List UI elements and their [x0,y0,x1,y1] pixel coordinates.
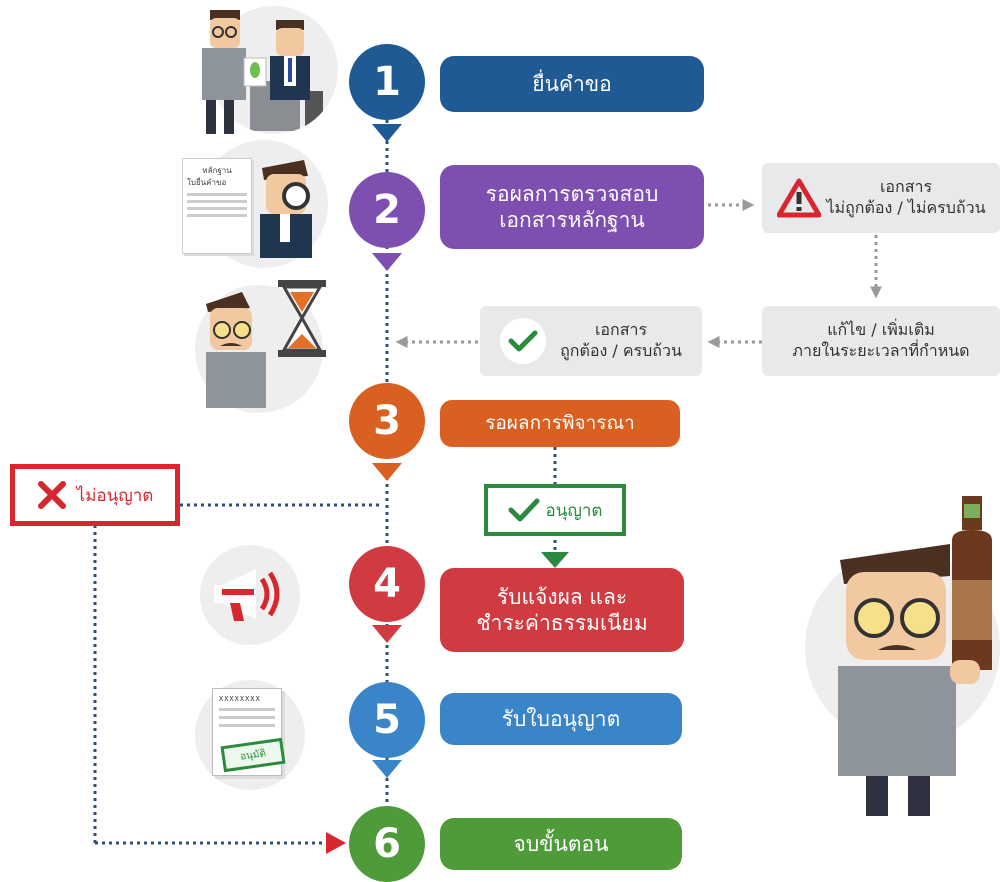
step-1-label: ยื่นคำขอ [440,56,704,112]
check-icon [500,318,547,364]
arrow-3-4 [372,463,402,481]
step-1-number: 1 [349,44,425,120]
doc-valid-box: เอกสาร ถูกต้อง / ครบถ้วน [480,306,702,376]
doc-invalid-box: เอกสาร ไม่ถูกต้อง / ไม่ครบถ้วน [762,163,1000,233]
announce-illustration [200,545,300,645]
arrow-2-3 [372,253,402,271]
step-3-number: 3 [349,383,425,459]
cross-icon [37,481,66,509]
hourglass-icon [278,280,326,357]
check-icon [508,498,540,522]
magnifier-icon [282,182,310,210]
denied-box: ไม่อนุญาต [10,464,180,526]
arrow-4-5 [372,625,402,643]
bottle-icon [952,496,992,670]
warning-icon [776,178,821,218]
arrow-5-6 [372,760,402,778]
step-2-number: 2 [349,172,425,248]
step-3-label: รอผลการพิจารณา [440,400,680,447]
arrow-1-2 [372,124,402,142]
step-4-label: รับแจ้งผล และ ชำระค่าธรรมเนียม [440,568,684,652]
step-4-number: 4 [349,546,425,622]
approved-box: อนุญาต [484,484,626,536]
step-5-label: รับใบอนุญาต [440,693,682,745]
megaphone-icon [214,569,280,621]
step-5-number: 5 [349,682,425,758]
step-2-label: รอผลการตรวจสอบ เอกสารหลักฐาน [440,165,704,249]
arrow-denied-6 [326,832,346,854]
hourglass-man-figure [206,280,326,408]
step-6-number: 6 [349,806,425,882]
two-men-figure [202,10,310,134]
fix-docs-box: แก้ไข / เพิ่มเติม ภายในระยะเวลาที่กำหนด [762,306,1000,376]
document-paper: หลักฐาน ใบยื่นคำขอ [182,158,252,254]
magnifier-man-figure [260,160,312,258]
arrow-approved-4 [541,552,569,568]
step-6-label: จบขั้นตอน [440,818,682,870]
man-with-bottle-figure [838,496,992,816]
